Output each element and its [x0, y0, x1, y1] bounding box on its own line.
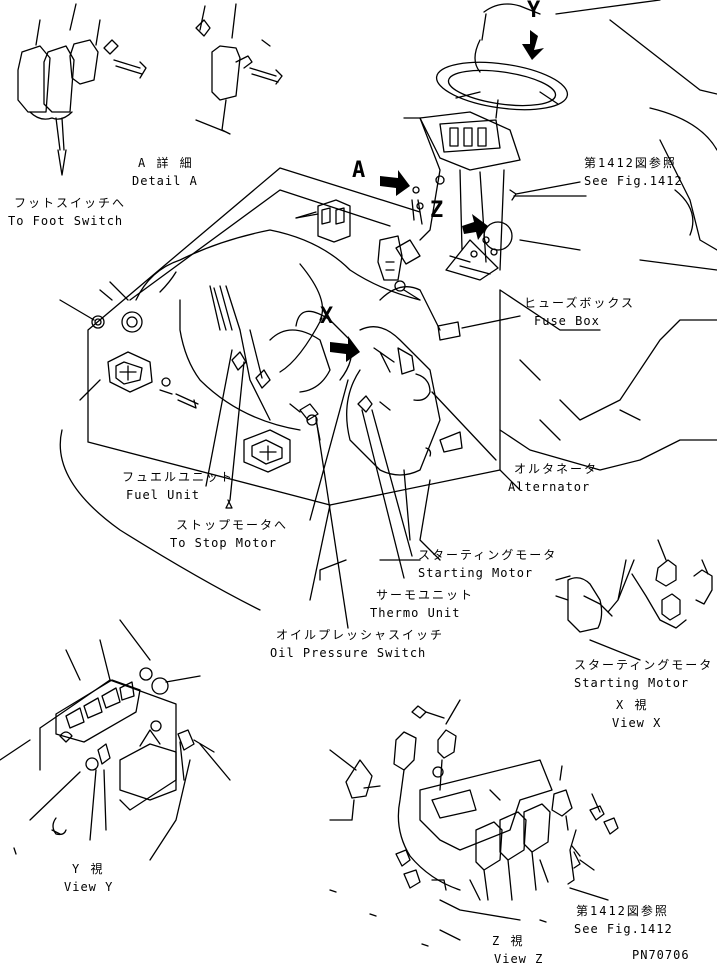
detail-a-title-jp: A 詳 細 — [138, 156, 194, 170]
view-x-title-en: View X — [612, 716, 662, 730]
see-fig-top-label-jp: 第1412図参照 — [584, 156, 677, 170]
starting-motor-label-jp: スターティングモータ — [418, 548, 558, 562]
view-x-starting-motor-label-jp: スターティングモータ — [574, 658, 714, 672]
starting-motor-label-en: Starting Motor — [418, 566, 534, 580]
see-fig-bottom-label-en: See Fig.1412 — [574, 922, 673, 936]
stop-motor-label-en: To Stop Motor — [170, 536, 277, 550]
view-x-title-jp: X 視 — [616, 698, 649, 712]
view-z-title-en: View Z — [494, 952, 544, 966]
view-x-illustration — [555, 539, 713, 661]
alternator-label-jp: オルタネータ — [514, 462, 599, 476]
foot-switch-label-jp: フットスイッチへ — [14, 196, 127, 210]
view-z-title-jp: Z 視 — [492, 934, 525, 948]
view-z-arrow-label: Z — [430, 198, 444, 223]
fuel-unit-label-en: Fuel Unit — [126, 488, 201, 502]
steering-console-illustration — [380, 0, 717, 281]
alternator-label-en: Alternator — [508, 480, 591, 494]
fuse-box-label-jp: ヒューズボックス — [524, 296, 636, 310]
foot-switch-label-en: To Foot Switch — [8, 214, 124, 228]
view-y-arrow-label: Y — [527, 0, 541, 23]
view-y-title-jp: Y 視 — [72, 862, 105, 876]
see-fig-top-label-en: See Fig.1412 — [584, 174, 683, 188]
fuel-unit-label-jp: フュエルユニット — [122, 470, 235, 484]
oil-pressure-label-en: Oil Pressure Switch — [270, 646, 427, 660]
see-fig-bottom-label-jp: 第1412図参照 — [576, 904, 669, 918]
detail-a-arrow-label: A — [352, 158, 366, 183]
stop-motor-label-jp: ストップモータへ — [176, 518, 289, 532]
fuse-box-label-en: Fuse Box — [534, 314, 600, 328]
view-z-illustration — [329, 699, 619, 947]
detail-a-illustration — [17, 3, 283, 176]
engine-harness-illustration — [59, 167, 717, 629]
part-number: PN70706 — [632, 948, 690, 962]
thermo-unit-label-jp: サーモユニット — [376, 588, 475, 602]
oil-pressure-label-jp: オイルプレッシャスイッチ — [276, 628, 445, 642]
thermo-unit-label-en: Thermo Unit — [370, 606, 461, 620]
view-x-arrow-label: X — [320, 304, 334, 329]
detail-a-title-en: Detail A — [132, 174, 198, 188]
view-x-starting-motor-label-en: Starting Motor — [574, 676, 690, 690]
view-y-illustration — [0, 619, 231, 861]
view-y-title-en: View Y — [64, 880, 114, 894]
